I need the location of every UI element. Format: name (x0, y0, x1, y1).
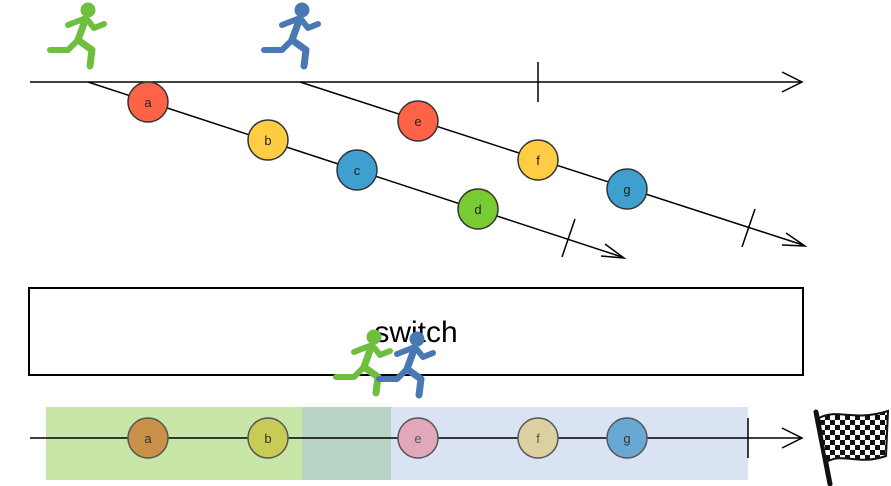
operator-box (28, 287, 804, 376)
output-marble-a: a (127, 417, 169, 459)
output-marble-g-circle (606, 417, 648, 459)
running-person-icon (264, 3, 318, 66)
output-marble-b-circle (247, 417, 289, 459)
marble-a: a (127, 81, 169, 123)
output-blue-region (391, 407, 748, 480)
output-arrowhead (781, 427, 804, 449)
output-marble-b-label: b (264, 431, 271, 446)
source-arrowhead (781, 71, 804, 93)
marble-b: b (247, 119, 289, 161)
marble-f: f (517, 139, 559, 181)
marble-e: e (397, 100, 439, 142)
marble-g-label: g (623, 182, 630, 197)
marble-g-circle (606, 168, 648, 210)
inner-stream-1-complete-tick (561, 218, 576, 258)
marble-c-label: c (354, 163, 361, 178)
output-marble-g-label: g (623, 431, 630, 446)
inner-stream-1-arrowhead (600, 243, 627, 259)
marble-a-label: a (144, 95, 152, 110)
output-marble-g: g (606, 417, 648, 459)
output-marble-a-circle (127, 417, 169, 459)
output-marble-a-label: a (144, 431, 152, 446)
marble-d-label: d (474, 202, 481, 217)
marble-c: c (336, 149, 378, 191)
marble-d: d (457, 188, 499, 230)
marble-b-label: b (264, 133, 271, 148)
output-marble-e-circle (397, 417, 439, 459)
marble-d-circle (457, 188, 499, 230)
marble-e-label: e (414, 114, 421, 129)
output-marble-f-label: f (536, 431, 540, 446)
output-marble-b: b (247, 417, 289, 459)
marble-f-label: f (536, 153, 540, 168)
running-person-icon (50, 3, 104, 66)
blue-runner-shape (264, 3, 318, 66)
marble-a-circle (127, 81, 169, 123)
marble-g: g (606, 168, 648, 210)
green-runner-shape (50, 3, 104, 66)
flag-cloth (817, 409, 890, 464)
output-marble-f: f (517, 417, 559, 459)
inner-stream-2-arrowhead (781, 232, 808, 247)
output-marble-e: e (397, 417, 439, 459)
output-overlap-region (302, 407, 391, 480)
marble-b-circle (247, 119, 289, 161)
marble-e-circle (397, 100, 439, 142)
output-marble-e-label: e (414, 431, 421, 446)
checkered-flag-icon (813, 409, 890, 486)
marble-f-circle (517, 139, 559, 181)
output-marble-f-circle (517, 417, 559, 459)
marble-c-circle (336, 149, 378, 191)
inner-stream-2-complete-tick (741, 208, 756, 248)
